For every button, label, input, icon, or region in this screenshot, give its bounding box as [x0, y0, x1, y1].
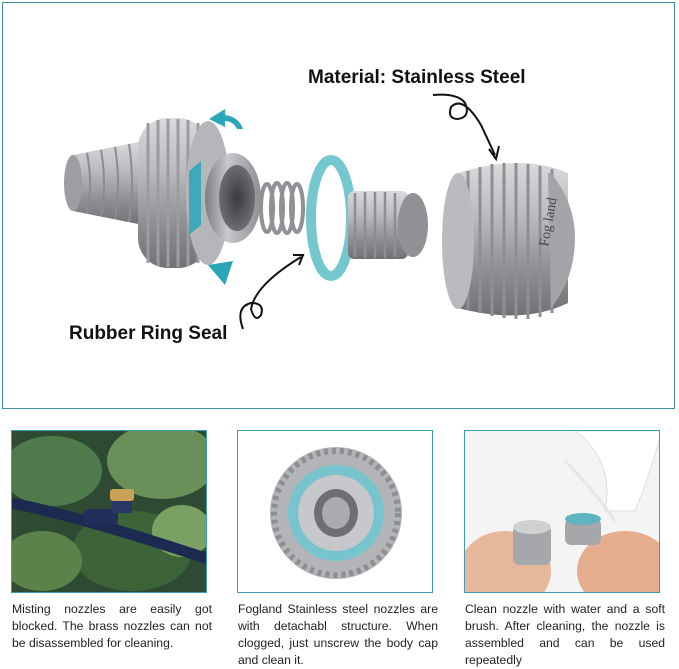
adapter-body — [64, 118, 261, 268]
caption-closeup: Fogland Stainless steel nozzles are with… — [238, 602, 438, 667]
cleaning-brush-photo — [464, 430, 660, 593]
caption-garden: Misting nozzles are easily got blocked. … — [12, 602, 212, 650]
spring — [259, 181, 305, 235]
nozzle-cap — [442, 163, 575, 319]
seal-label: Rubber Ring Seal — [69, 323, 228, 344]
exploded-nozzle-diagram: Fog land — [64, 93, 575, 330]
seal-pointer — [239, 256, 302, 330]
rotation-arrow-icon — [189, 109, 243, 285]
nozzle-core — [348, 191, 428, 259]
material-pointer — [432, 93, 496, 156]
exploded-view-panel: Fog land Material: Stainless Steel Rubbe… — [2, 2, 675, 409]
material-label: Material: Stainless Steel — [308, 67, 526, 88]
garden-misting-photo — [11, 430, 207, 593]
rubber-ring-seal — [306, 155, 356, 281]
caption-cleaning: Clean nozzle with water and a soft brush… — [465, 602, 665, 667]
nozzle-closeup-photo — [237, 430, 433, 593]
